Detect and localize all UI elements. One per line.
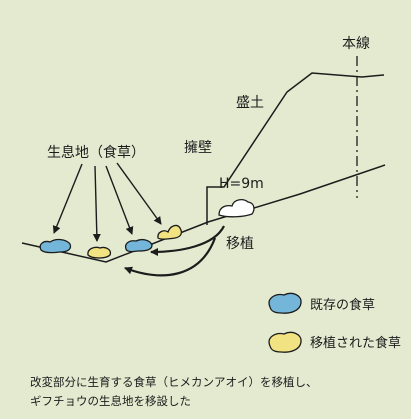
legend-existing-swatch: [268, 292, 302, 314]
caption-line-1: 改変部分に生育する食草（ヒメカンアオイ）を移植し、: [30, 375, 318, 389]
legend: 既存の食草 移植された食草: [268, 292, 401, 353]
legend-transplanted-label: 移植された食草: [310, 335, 401, 351]
embankment-label: 盛土: [236, 95, 264, 111]
caption-line-2: ギフチョウの生息地を移設した: [30, 394, 191, 408]
existing-plant-blob: [39, 238, 72, 254]
retaining-wall-label: 擁壁: [184, 140, 212, 156]
habitat-pointer-arrow: [105, 165, 134, 235]
transplant-arrow: [124, 237, 217, 277]
existing-plant-blob: [124, 238, 153, 253]
height-label: H=9m: [219, 176, 264, 192]
transplanted-plant-blob: [157, 224, 182, 240]
habitat-pointer-arrow: [52, 163, 83, 234]
mainline-label: 本線: [342, 36, 370, 52]
transplant-label: 移植: [226, 236, 254, 252]
transplanted-plant-blob: [87, 246, 112, 259]
embankment-profile-line: [206, 72, 385, 225]
legend-existing-label: 既存の食草: [310, 297, 375, 313]
transplant-arrow: [150, 225, 225, 256]
ground-slope-line: [21, 164, 386, 263]
habitat-pointer-arrow: [92, 165, 101, 242]
legend-transplanted-swatch: [268, 331, 302, 353]
habitat-label: 生息地（食草）: [47, 144, 145, 161]
white-habitat-blob: [218, 199, 255, 218]
habitat-pointer-arrow: [116, 162, 162, 225]
